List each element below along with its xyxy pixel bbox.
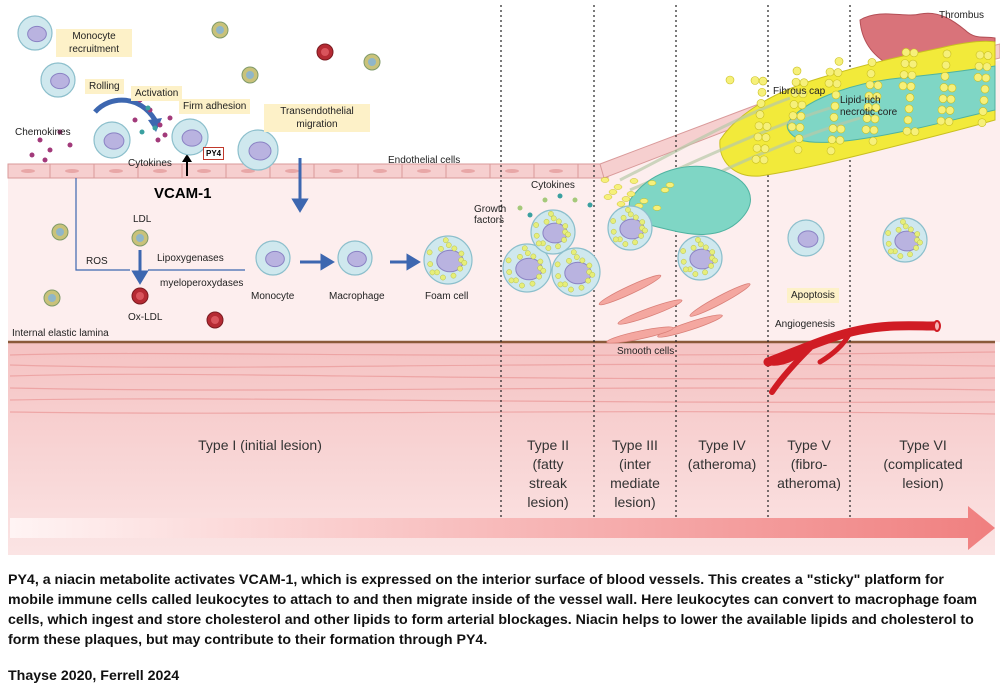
foam-cell [502, 243, 552, 293]
stage-type-iii-line-2: (inter [619, 456, 651, 472]
stage-type-i: Type I (initial lesion) [170, 436, 350, 455]
macrophage-label: Macrophage [329, 291, 385, 302]
adhered-monocyte-cell [171, 118, 209, 156]
ox-ldl-particle [316, 43, 334, 61]
smooth-cells-label: Smooth cells [617, 346, 675, 357]
angiogenesis-label: Angiogenesis [775, 319, 836, 330]
ldl-particle [363, 53, 381, 71]
rolling-monocyte-cell [93, 121, 131, 159]
activation-label: Activation [131, 86, 183, 101]
stage-type-iii-line-4: lesion) [614, 494, 656, 510]
stage-type-ii-line-4: lesion) [527, 494, 569, 510]
stage-type-vi-line-3: lesion) [902, 475, 944, 491]
foam-cell [607, 205, 653, 251]
diagram-canvas [7, 5, 1000, 555]
progression-arrow [10, 506, 995, 550]
chemokines-label: Chemokines [15, 127, 71, 138]
stage-type-ii-line-3: streak [528, 475, 568, 491]
stage-type-v: Type V (fibro- atheroma) [770, 436, 848, 493]
necrotic-mass [628, 165, 751, 235]
fibrous-cap-label: Fibrous cap [773, 86, 826, 97]
internal-elastic-lamina-label: Internal elastic lamina [12, 328, 109, 339]
stage-type-iv-line-2: (atheroma) [687, 456, 757, 472]
growth-factors-label: Growth factors [474, 204, 507, 226]
myeloperoxydases-label: myeloperoxydases [160, 278, 244, 289]
foam-cell [530, 209, 576, 255]
vcam1-label: VCAM-1 [154, 185, 212, 202]
stage-type-ii: Type II (fatty streak lesion) [505, 436, 591, 512]
foam-cell [882, 217, 928, 263]
ldl-particle [51, 223, 69, 241]
monocyte-cell [17, 15, 53, 51]
rolling-arrow [93, 97, 158, 122]
ox-ldl-particle [131, 287, 149, 305]
monocyte-recruitment-label: Monocyte recruitment [56, 29, 132, 57]
stage-type-v-line-1: Type V [787, 437, 831, 453]
rolling-label: Rolling [85, 79, 124, 94]
monocyte-cell [255, 240, 291, 276]
stage-type-iii: Type III (inter mediate lesion) [596, 436, 674, 512]
thin-arrows [75, 178, 245, 271]
apoptosis-label: Apoptosis [787, 288, 839, 303]
lipoxygenases-label: Lipoxygenases [157, 253, 224, 264]
stage-type-vi-line-2: (complicated [883, 456, 963, 472]
stage-type-iv-line-1: Type IV [698, 437, 746, 453]
migrating-monocyte-cell [237, 129, 279, 171]
stage-type-iii-line-3: mediate [610, 475, 660, 491]
atherosclerosis-diagram: Monocyte recruitment Rolling Activation … [7, 5, 1000, 555]
transendothelial-migration-label: Transendothelial migration [264, 104, 370, 132]
apoptotic-cell [787, 219, 825, 257]
ldl-particle [211, 21, 229, 39]
stage-type-iv: Type IV (atheroma) [678, 436, 766, 474]
firm-adhesion-label: Firm adhesion [179, 99, 251, 114]
figure-caption: PY4, a niacin metabolite activates VCAM-… [8, 572, 977, 648]
ldl-particle [241, 66, 259, 84]
stage-type-ii-line-1: Type II [526, 437, 570, 453]
ldl-particle [43, 289, 61, 307]
stage-type-vi-line-1: Type VI [899, 437, 947, 453]
ox-ldl-label: Ox-LDL [128, 312, 163, 323]
monocyte-cell [40, 62, 76, 98]
stage-type-v-line-2: (fibro- [790, 456, 828, 472]
foam-cell [423, 235, 473, 285]
chemokine-dots [29, 97, 593, 218]
monocyte-label: Monocyte [251, 291, 295, 302]
stage-type-i-line-1: Type I (initial lesion) [198, 437, 322, 453]
thrombus-label: Thrombus [939, 10, 985, 21]
angiogenesis-vessel [763, 320, 941, 395]
lipid-core-label: Lipid-rich necrotic core [840, 95, 898, 118]
stage-type-vi: Type VI (complicated lesion) [860, 436, 986, 493]
cytokines-right-label: Cytokines [531, 180, 575, 191]
figure-credit: Thayse 2020, Ferrell 2024 [8, 668, 180, 684]
plaque [600, 12, 996, 235]
ldl-particle [131, 229, 149, 247]
ldl-label: LDL [133, 214, 152, 225]
foam-cell [551, 247, 601, 297]
macrophage-cell [337, 240, 373, 276]
ox-ldl-particle [206, 311, 224, 329]
smooth-muscle-cells [598, 274, 751, 344]
cytokines-left-label: Cytokines [128, 158, 172, 169]
foam-cell [677, 235, 723, 281]
stage-type-iii-line-1: Type III [612, 437, 658, 453]
endothelial-cells-label: Endothelial cells [388, 155, 461, 166]
stage-type-ii-line-2: (fatty [532, 456, 564, 472]
process-arrows [131, 158, 421, 285]
py4-label: PY4 [203, 147, 225, 160]
stage-type-v-line-3: atheroma) [777, 475, 841, 491]
foam-cell-label: Foam cell [425, 291, 469, 302]
ros-label: ROS [86, 256, 108, 267]
